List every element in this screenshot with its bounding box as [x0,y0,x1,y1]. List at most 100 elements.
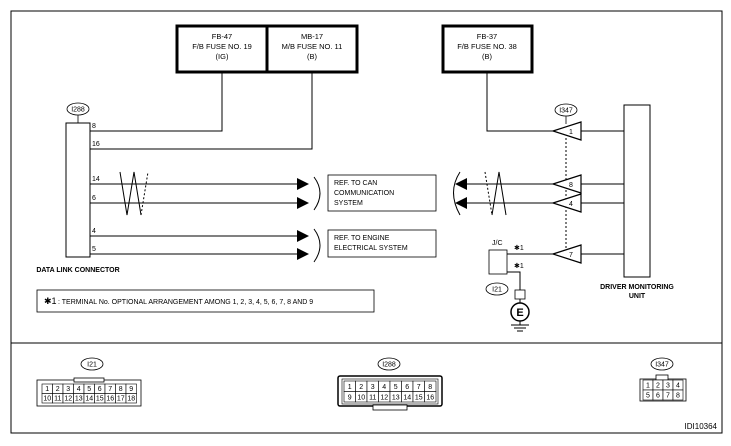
dlc-connector-id: I288 [71,107,85,114]
dmu-label-line2: UNIT [629,293,646,300]
i21-pin-label: 7 [108,386,112,393]
figure-id: IDI10364 [685,422,718,431]
dlc-pin-16: 16 [92,141,100,148]
i21-pin-label: 2 [56,386,60,393]
i288-pin-label: 7 [417,384,421,391]
engine-ref-line1: REF. TO ENGINE [334,235,390,242]
i347-pin-label: 6 [656,393,660,400]
dlc-pin-14: 14 [92,176,100,183]
dmu-connector-id: I347 [559,108,573,115]
i21-pin-label: 15 [96,396,104,403]
driver-monitoring-unit: I347 DRIVER MONITORING UNIT 1 8 4 7 [551,103,674,300]
engine-ref-box: REF. TO ENGINE ELECTRICAL SYSTEM [327,229,437,258]
engine-ref-line2: ELECTRICAL SYSTEM [334,245,408,252]
ground-label: E [516,307,523,319]
note-text: : TERMINAL No. OPTIONAL ARRANGEMENT AMON… [58,299,313,306]
jc-connector-id: I21 [492,287,502,294]
dlc-pin-8: 8 [92,123,96,130]
i347-cell [672,389,684,401]
fuse-fb37-type: (B) [482,52,493,61]
engine-lines [90,228,321,263]
fuse-mb17-code: MB-17 [301,32,323,41]
i288-pin-label: 16 [426,395,434,402]
i288-pin-label: 4 [382,384,386,391]
fuse-fb47-code: FB-47 [212,32,232,41]
i288-pin-label: 1 [348,384,352,391]
i288-pin-label: 6 [405,384,409,391]
dlc-pin-6: 6 [92,195,96,202]
data-link-connector: I288 DATA LINK CONNECTOR 8 16 14 6 4 5 [36,102,120,274]
dlc-label: DATA LINK CONNECTOR [36,267,119,274]
jc-mark-bottom: ✱1 [514,262,524,270]
note-box: ✱1 : TERMINAL No. OPTIONAL ARRANGEMENT A… [36,289,375,313]
dlc-pin-5: 5 [92,246,96,253]
dlc-pin-4: 4 [92,228,96,235]
can-lines-left [90,171,321,216]
joint-connector: J/C ✱1 ✱1 I21 E [485,240,553,332]
i347-id: I347 [655,362,669,369]
fuse-fb37: FB-37 F/B FUSE NO. 38 (B) [441,24,534,74]
i21-pin-label: 1 [45,386,49,393]
i347-pin-label: 5 [646,393,650,400]
dmu-pin-8: 8 [569,182,573,189]
i21-pin-label: 10 [43,396,51,403]
i21-pin-label: 18 [127,396,135,403]
i288-pin-label: 15 [415,395,423,402]
i288-pin-label: 5 [394,384,398,391]
dmu-pin-7: 7 [569,252,573,259]
i347-pin-label: 4 [676,383,680,390]
i21-pin-label: 12 [64,396,72,403]
i21-pin-label: 9 [129,386,133,393]
i21-pin-label: 8 [119,386,123,393]
i21-id: I21 [87,362,97,369]
i288-pin-label: 2 [359,384,363,391]
outer-frame [10,10,723,434]
fuse-wires [90,72,553,150]
i347-pin-label: 7 [666,393,670,400]
fuse-mb17-type: (B) [307,52,318,61]
fuse-mb17-name: M/B FUSE NO. 11 [282,42,343,51]
dmu-label-line1: DRIVER MONITORING [600,284,674,291]
i288-cell [424,391,437,403]
i288-pin-label: 13 [392,395,400,402]
fuse-fb47-name: F/B FUSE NO. 19 [192,42,252,51]
i21-cell [125,393,137,404]
fuse-fb37-name: F/B FUSE NO. 38 [457,42,517,51]
jc-mark-top: ✱1 [514,244,524,252]
i288-pin-label: 11 [369,395,376,402]
i288-pin-label: 8 [428,384,432,391]
i288-pin-label: 3 [371,384,375,391]
i288-pin-label: 14 [403,395,411,402]
dmu-pin-1: 1 [569,129,573,136]
i21-pin-label: 6 [98,386,102,393]
fuse-mb17: MB-17 M/B FUSE NO. 11 (B) [265,24,359,74]
can-lines-right [453,171,553,216]
can-ref-line1: REF. TO CAN [334,180,377,187]
i21-pin-label: 13 [75,396,83,403]
can-ref-line2: COMMUNICATION [334,190,394,197]
i347-pin-label: 2 [656,383,660,390]
i347-pin-label: 1 [646,383,650,390]
dmu-pin-4: 4 [569,201,573,208]
fuse-fb47: FB-47 F/B FUSE NO. 19 (IG) [175,24,269,74]
i288-id: I288 [382,362,396,369]
i21-pin-label: 16 [106,396,114,403]
i21-pin-label: 5 [87,386,91,393]
i288-pin-label: 9 [348,395,352,402]
note-star: ✱1 [44,296,57,306]
i21-pin-label: 17 [117,396,125,403]
fuse-fb47-type: (IG) [216,52,229,61]
i347-pin-label: 3 [666,383,670,390]
i288-pin-label: 12 [380,395,388,402]
can-ref-box: REF. TO CAN COMMUNICATION SYSTEM [327,174,437,212]
jc-label: J/C [492,240,503,247]
fuse-fb37-code: FB-37 [477,32,497,41]
can-ref-line3: SYSTEM [334,200,363,207]
i21-pin-label: 4 [77,386,81,393]
i347-pin-label: 8 [676,393,680,400]
i21-pin-label: 11 [54,396,61,403]
